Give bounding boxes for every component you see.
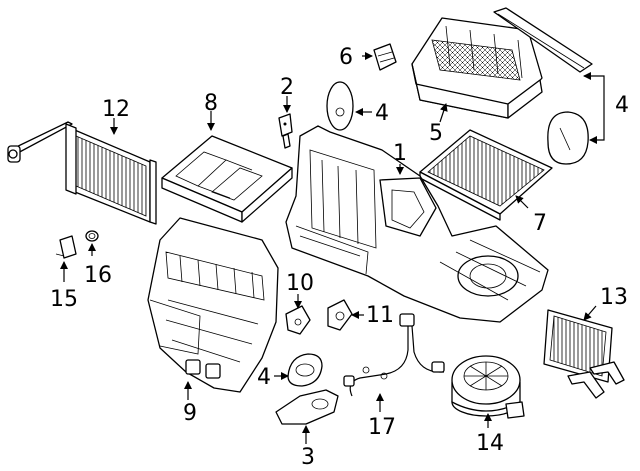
seal-round-part (547, 111, 589, 165)
callout-4a: 4 (375, 101, 389, 126)
switch-part-15 (55, 235, 77, 259)
leader-lines (60, 52, 605, 444)
leader-4c-bottom (589, 104, 605, 144)
leader-4c-top (583, 72, 605, 104)
callout-13: 13 (600, 285, 628, 310)
housing-upper-part (411, 17, 543, 119)
callout-3: 3 (301, 445, 315, 470)
actuator-part-10 (285, 305, 311, 335)
callout-5: 5 (429, 121, 443, 146)
callout-4b: 4 (257, 365, 271, 390)
callout-1: 1 (393, 141, 407, 166)
callout-labels: 12 8 2 6 4 1 5 4 7 15 16 10 11 4 9 3 17 … (50, 45, 629, 470)
callout-16: 16 (84, 263, 112, 288)
callout-10: 10 (286, 271, 314, 296)
callout-14: 14 (476, 431, 504, 456)
gasket-part-3 (275, 389, 339, 425)
actuator-part-2 (278, 113, 293, 149)
callout-6: 6 (339, 45, 353, 70)
leader-13 (583, 305, 597, 321)
callout-2: 2 (280, 75, 294, 100)
cabin-filter-part (419, 129, 553, 221)
callout-9: 9 (183, 401, 197, 426)
actuator-part-11 (327, 299, 353, 331)
callout-7: 7 (533, 211, 547, 236)
hvac-case-part (285, 125, 549, 323)
blower-motor-part (451, 355, 525, 419)
leader-7 (515, 195, 529, 209)
callout-8: 8 (204, 91, 218, 116)
seal-oval-part (326, 81, 354, 131)
seal-ring-part-lower (287, 353, 323, 387)
wiring-harness-part (343, 313, 445, 397)
sensor-part-6 (373, 43, 397, 71)
filter-housing-part (161, 135, 293, 223)
evaporator-core-part (7, 121, 157, 225)
callout-4c: 4 (615, 93, 629, 118)
heater-core-part (543, 309, 625, 399)
hvac-lower-case-part (147, 217, 279, 393)
callout-15: 15 (50, 287, 78, 312)
callout-17: 17 (368, 415, 396, 440)
leader-5 (439, 103, 448, 123)
callout-11: 11 (366, 303, 394, 328)
callout-12: 12 (102, 97, 130, 122)
o-ring-part-16 (85, 230, 99, 242)
seal-strip-part (493, 7, 593, 73)
